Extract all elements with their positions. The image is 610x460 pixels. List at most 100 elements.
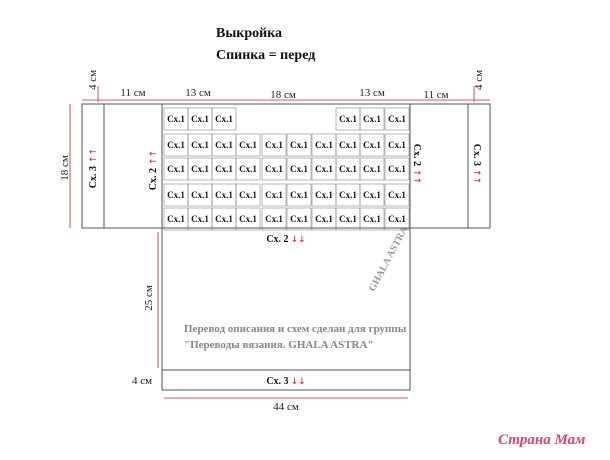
sleeve-left-arrows: ↑↑ — [89, 148, 99, 163]
watermark-text: GHALA ASTRA — [367, 224, 411, 293]
chart-cell — [359, 133, 385, 157]
chart-cell — [286, 157, 312, 181]
chart-cell-label: Сх.1 — [339, 164, 357, 174]
armhole-left-arrows: ↑↑ — [149, 150, 159, 165]
sleeve-left-label: Сх. 3 — [88, 166, 99, 188]
chart-cell-label: Сх.1 — [388, 114, 406, 124]
hem-sx3-label: Сх. 3↓↓ — [266, 376, 305, 387]
chart-cell-label: Сх.1 — [290, 190, 308, 200]
dim-18cm-top: 18 см — [270, 89, 296, 101]
chart-cell-label: Сх.1 — [191, 140, 209, 150]
chart-cell-label: Сх.1 — [339, 140, 357, 150]
chart-cell-label: Сх.1 — [363, 140, 381, 150]
chart-cell-label: Сх.1 — [290, 140, 308, 150]
chart-cell — [261, 133, 287, 157]
chart-cell — [359, 207, 385, 231]
chart-cell — [235, 207, 261, 231]
chart-cell-label: Сх.1 — [388, 140, 406, 150]
dim-4cm-right: 4 см — [473, 70, 485, 90]
chart-cell — [235, 133, 261, 157]
dim-25cm-body: 25 см — [143, 285, 155, 311]
body-outline — [161, 227, 411, 391]
armhole-left-label: Сх. 2 — [148, 168, 159, 190]
chart-cell-label: Сх.1 — [265, 190, 283, 200]
chart-cell — [286, 133, 312, 157]
chart-cell-label: Сх.1 — [363, 214, 381, 224]
chart-cell-label: Сх.1 — [215, 214, 233, 224]
chart-cell-label: Сх.1 — [265, 214, 283, 224]
chart-cell — [384, 107, 410, 131]
chart-cell-label: Сх.1 — [215, 164, 233, 174]
chart-cell-label: Сх.1 — [215, 190, 233, 200]
chart-cell-label: Сх.1 — [215, 140, 233, 150]
chart-cell-label: Сх.1 — [239, 164, 257, 174]
translation-note-line2: "Переводы вязания. GHALA ASTRA" — [184, 339, 374, 351]
chart-cell-label: Сх.1 — [388, 214, 406, 224]
chart-cell — [384, 157, 410, 181]
chart-cell-label: Сх.1 — [239, 214, 257, 224]
sleeve-right-label: Сх. 3 — [471, 144, 482, 166]
chart-cell — [359, 183, 385, 207]
chart-cell-label: Сх.1 — [167, 114, 185, 124]
chart-cell-label: Сх.1 — [339, 190, 357, 200]
sleeve-right-arrows: ↑↑ — [471, 169, 481, 184]
dim-18cm-side: 18 см — [59, 155, 71, 181]
armhole-right-arrows: ↑↑ — [411, 169, 421, 184]
chart-cell-label: Сх.1 — [167, 190, 185, 200]
chart-cell — [359, 157, 385, 181]
chart-cell — [211, 107, 237, 131]
chart-cell-label: Сх.1 — [315, 140, 333, 150]
chart-cell-label: Сх.1 — [167, 164, 185, 174]
body-sx2-label: Сх. 2↓↓ — [266, 234, 305, 245]
chart-cell-label: Сх.1 — [215, 114, 233, 124]
armhole-right-label: Сх. 2 — [411, 144, 422, 166]
dim-13cm-right: 13 см — [359, 87, 385, 99]
chart-cell-label: Сх.1 — [239, 140, 257, 150]
dim-4cm-hem: 4 см — [132, 375, 152, 387]
chart-cell-label: Сх.1 — [265, 140, 283, 150]
chart-cell-label: Сх.1 — [290, 214, 308, 224]
chart-cell-label: Сх.1 — [315, 214, 333, 224]
chart-cell-label: Сх.1 — [388, 164, 406, 174]
chart-cell-label: Сх.1 — [265, 164, 283, 174]
chart-cell-label: Сх.1 — [363, 190, 381, 200]
chart-cell-label: Сх.1 — [191, 190, 209, 200]
chart-cell-label: Сх.1 — [339, 214, 357, 224]
chart-cell — [384, 133, 410, 157]
chart-cell-label: Сх.1 — [315, 164, 333, 174]
chart-cell — [261, 157, 287, 181]
translation-note-line1: Перевод описания и схем сделан для групп… — [184, 323, 407, 335]
scheme-labels: Сх. 3 ↑↑ Сх. 2 ↑↑ Сх. 2 ↑↑ Сх. 3 ↑↑ Сх. … — [88, 144, 482, 387]
dim-44cm-bottom: 44 см — [273, 401, 299, 413]
dim-13cm-left: 13 см — [185, 87, 211, 99]
chart-cell-label: Сх.1 — [363, 114, 381, 124]
dim-11cm-left: 11 см — [120, 87, 145, 99]
chart-cell-label: Сх.1 — [191, 114, 209, 124]
chart-cell-label: Сх.1 — [191, 214, 209, 224]
dim-11cm-right: 11 см — [423, 89, 448, 101]
chart-cell-label: Сх.1 — [388, 190, 406, 200]
chart-cell — [286, 207, 312, 231]
chart-cell — [261, 207, 287, 231]
site-logo: Страна Мам — [498, 432, 586, 448]
chart-cell-label: Сх.1 — [167, 214, 185, 224]
chart-cell-label: Сх.1 — [191, 164, 209, 174]
dimension-labels: 4 см 11 см 13 см 18 см 13 см 11 см 4 см … — [59, 70, 485, 413]
chart-cell-label: Сх.1 — [239, 190, 257, 200]
chart-cell-label: Сх.1 — [339, 114, 357, 124]
chart-cell — [235, 157, 261, 181]
chart-cell — [384, 183, 410, 207]
chart-cell — [286, 183, 312, 207]
chart-cell-label: Сх.1 — [290, 164, 308, 174]
dim-4cm-left: 4 см — [87, 70, 99, 90]
dimension-lines — [69, 86, 490, 399]
chart-cell-label: Сх.1 — [315, 190, 333, 200]
chart-cell-label: Сх.1 — [363, 164, 381, 174]
chart-cell — [235, 183, 261, 207]
chart-cell — [261, 183, 287, 207]
chart-cell-label: Сх.1 — [167, 140, 185, 150]
chart-cell — [384, 207, 410, 231]
pattern-title: Выкройка — [216, 26, 283, 41]
